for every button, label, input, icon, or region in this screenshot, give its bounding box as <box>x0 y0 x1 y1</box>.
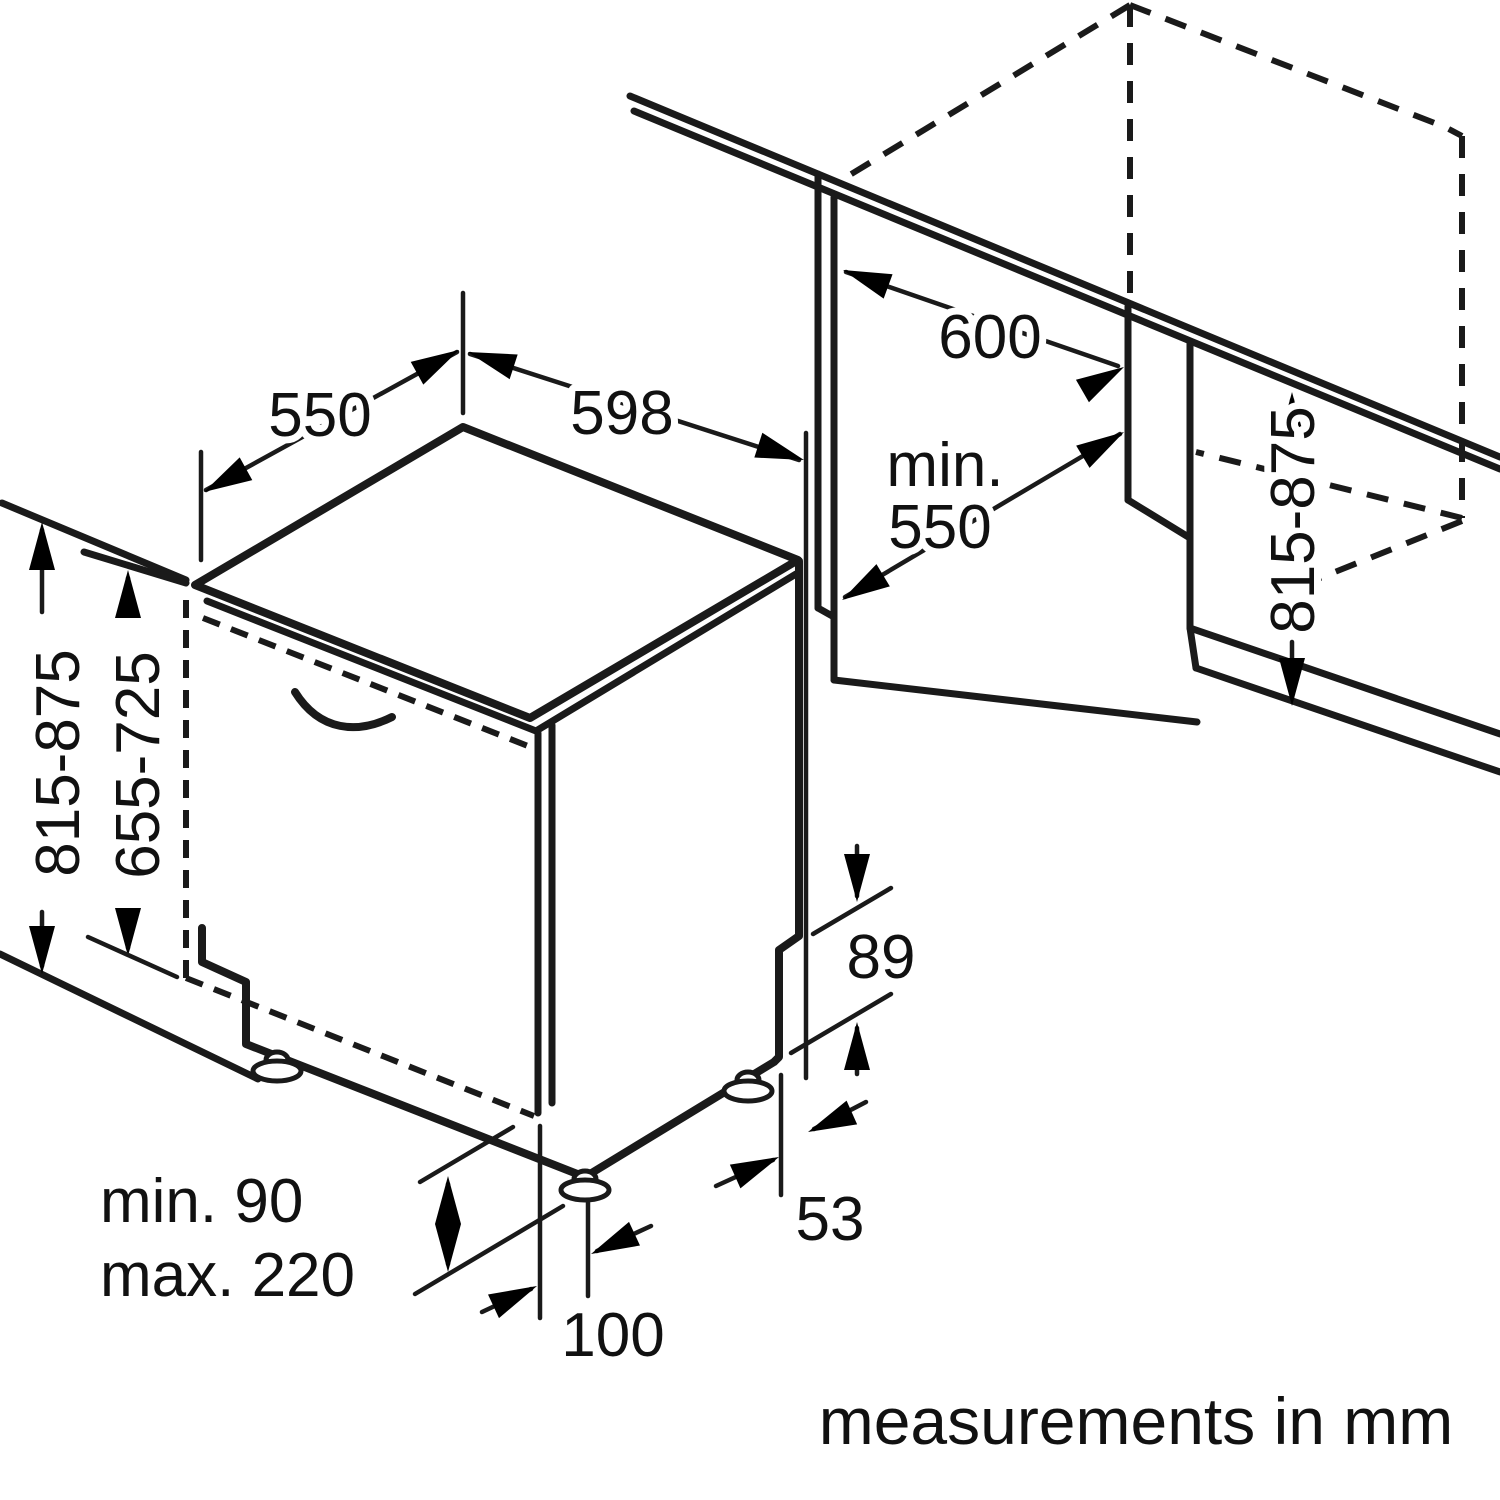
dimension-labels: 550 598 600 min. 550 815-875 655-725 815… <box>17 296 1460 1465</box>
dim-label-plinth-min: min. 90 <box>100 1167 303 1236</box>
dim-label-rear-foot-offset: 53 <box>796 1185 865 1254</box>
dishwasher-outline <box>0 423 803 1203</box>
dim-label-width-top: 598 <box>570 379 673 448</box>
dim-label-door-height: 655-725 <box>104 651 173 879</box>
dim-label-niche-depth-min: min. <box>886 431 1003 500</box>
dim-label-niche-height: 815-875 <box>1259 406 1328 634</box>
door-handle <box>291 688 396 731</box>
dim-label-worktop-depth: 600 <box>938 303 1041 372</box>
dim-label-foot-inset: 100 <box>561 1301 664 1370</box>
footer-units-note: measurements in mm <box>819 1384 1454 1458</box>
dim-label-plinth-max: max. 220 <box>100 1241 355 1310</box>
dim-label-depth-top: 550 <box>268 381 371 450</box>
dim-label-appliance-height: 815-875 <box>24 649 93 877</box>
dashed-cabinet-volume <box>846 2 1465 585</box>
dimension-lines <box>29 257 1305 1321</box>
dim-label-niche-depth-value: 550 <box>888 493 991 562</box>
furniture-door-dashed <box>183 600 536 1119</box>
dim-label-rear-notch: 89 <box>847 923 916 992</box>
niche-outline <box>626 2 1500 776</box>
adjustable-feet <box>250 1049 775 1203</box>
